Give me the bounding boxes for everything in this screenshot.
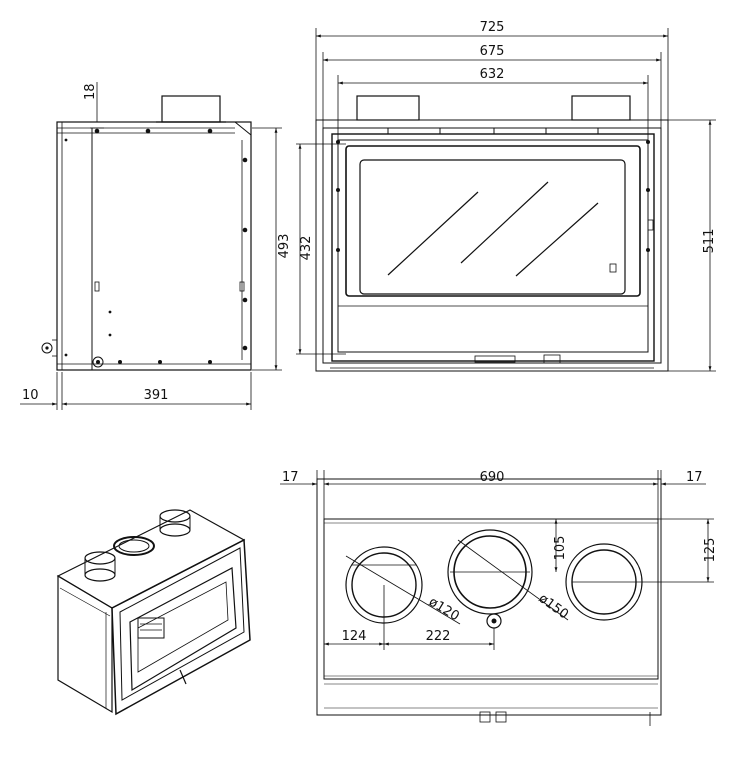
front-collar-right <box>571 95 631 121</box>
front-view: 725 675 632 432 511 <box>296 20 717 372</box>
front-door <box>345 145 641 297</box>
front-glass <box>359 159 626 295</box>
dim-diameter-small: ø120 <box>426 595 462 625</box>
iso-collar-center <box>113 536 155 556</box>
dim-front-total-height: 511 <box>702 229 717 254</box>
dim-side-height: 493 <box>277 234 292 259</box>
front-collar-left <box>356 95 420 121</box>
dim-top-width: 690 <box>480 470 505 485</box>
dim-front-inner-width: 632 <box>480 67 505 82</box>
iso-side-face <box>57 574 113 714</box>
dim-top-center-depth: 105 <box>553 536 568 561</box>
front-outer-frame <box>315 119 669 372</box>
top-view: 17 690 17 105 125 124 222 ø120 ø150 <box>280 470 718 726</box>
dim-top-left-margin: 17 <box>282 470 299 485</box>
dim-side-depth: 391 <box>144 388 169 403</box>
iso-top-face <box>56 509 246 609</box>
iso-front-frame <box>111 538 251 716</box>
dim-side-top: 18 <box>83 83 98 100</box>
iso-collar-right <box>159 509 191 537</box>
iso-collar-left <box>84 551 116 582</box>
dim-top-left-offset: 124 <box>342 629 367 644</box>
dim-diameter-large: ø150 <box>536 591 571 622</box>
side-body-outline <box>56 121 252 371</box>
dim-top-center-offset: 222 <box>426 629 451 644</box>
side-flue-collar <box>161 95 221 123</box>
dim-top-side-depth: 125 <box>703 538 718 563</box>
dim-top-right-margin: 17 <box>686 470 703 485</box>
side-view: 18 493 10 391 <box>20 82 292 410</box>
dim-front-glass-height: 432 <box>299 236 314 261</box>
isometric-view <box>56 509 251 716</box>
dim-front-mid-width: 675 <box>480 44 505 59</box>
dim-front-outer-width: 725 <box>480 20 505 35</box>
iso-door-glass <box>129 567 237 692</box>
top-hole-right <box>565 543 714 621</box>
top-outer <box>316 478 662 716</box>
dim-side-front: 10 <box>22 388 39 403</box>
